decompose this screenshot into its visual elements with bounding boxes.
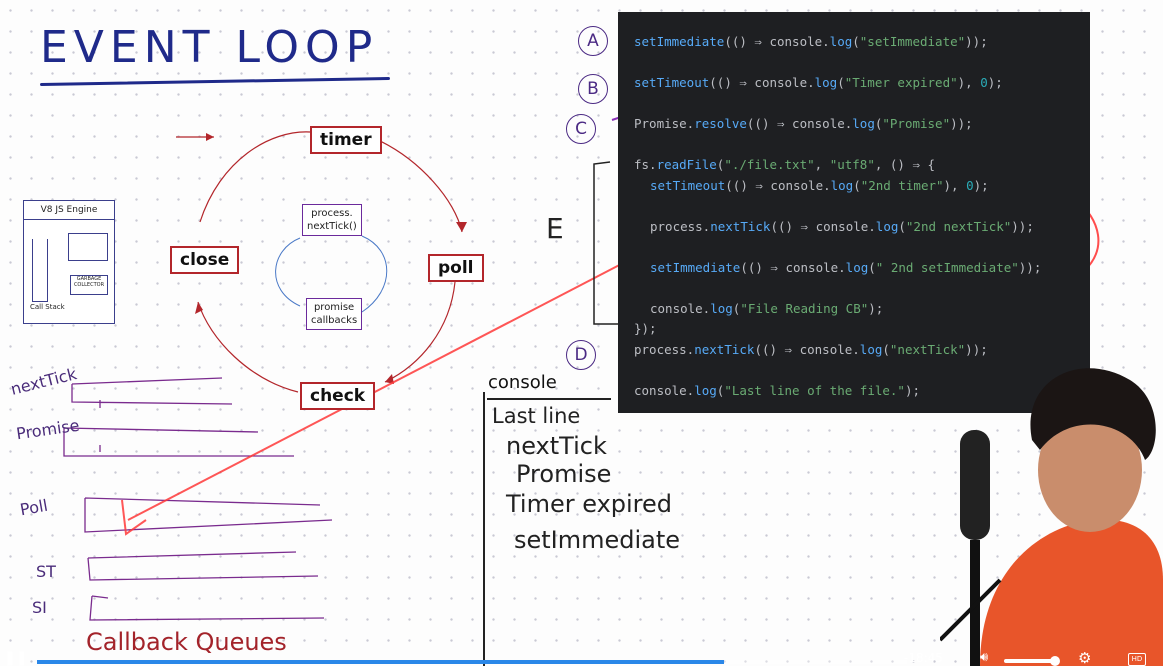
code-line: fs.readFile("./file.txt", "utf8", () ⇒ { xyxy=(634,157,936,172)
code-line: console.log("Last line of the file."); xyxy=(634,383,921,398)
volume-icon[interactable]: 🔊︎ xyxy=(980,650,989,665)
marker-d: D xyxy=(566,340,596,370)
console-divider-horizontal xyxy=(487,398,611,400)
garbage-collector-box: GARBAGE COLLECTOR xyxy=(70,275,108,295)
promise-callbacks-box: promise callbacks xyxy=(306,298,363,330)
code-line: Promise.resolve(() ⇒ console.log("Promis… xyxy=(634,116,973,131)
v8-title: V8 JS Engine xyxy=(24,201,114,220)
video-player-controls: ❚❚ -18:45 🔊︎ ⚙ HD xyxy=(0,648,1163,667)
code-line: setTimeout(() ⇒ console.log("2nd timer")… xyxy=(650,178,989,193)
pause-icon[interactable]: ❚❚ xyxy=(4,650,28,666)
code-line: process.nextTick(() ⇒ console.log("nextT… xyxy=(634,342,988,357)
console-output-line: setImmediate xyxy=(514,526,681,554)
console-output-line: Promise xyxy=(516,460,612,488)
progress-bar[interactable] xyxy=(37,660,907,664)
marker-a: A xyxy=(578,26,608,56)
code-editor-panel: setImmediate(() ⇒ console.log("setImmedi… xyxy=(618,12,1090,413)
call-stack-label: Call Stack xyxy=(30,303,65,311)
console-output-line: nextTick xyxy=(506,432,607,460)
phase-poll: poll xyxy=(428,254,484,282)
settings-icon[interactable]: ⚙ xyxy=(1078,649,1092,667)
marker-c: C xyxy=(566,114,596,144)
console-output-line: Timer expired xyxy=(506,490,673,518)
v8-engine-diagram: V8 JS Engine Call Stack GARBAGE COLLECTO… xyxy=(23,200,115,324)
memory-heap-box xyxy=(68,233,108,261)
presenter-illustration xyxy=(940,368,1163,666)
volume-slider[interactable] xyxy=(1004,659,1054,663)
code-line: console.log("File Reading CB"); xyxy=(650,301,884,316)
console-output-line: Last line xyxy=(492,404,581,428)
code-line: setTimeout(() ⇒ console.log("Timer expir… xyxy=(634,75,1003,90)
queue-label-st: ST xyxy=(36,562,56,581)
code-line: setImmediate(() ⇒ console.log(" 2nd setI… xyxy=(650,260,1042,275)
phase-check: check xyxy=(300,382,376,410)
console-header: console xyxy=(488,372,557,393)
callback-queues-caption: Callback Queues xyxy=(86,628,287,656)
time-remaining: -18:45 xyxy=(904,651,943,665)
queue-label-si: SI xyxy=(32,598,47,617)
phase-close: close xyxy=(170,246,240,274)
progress-fill xyxy=(37,660,725,664)
console-divider-vertical xyxy=(483,392,485,666)
page-title: EVENT LOOP xyxy=(40,22,379,73)
call-stack-box xyxy=(32,239,48,302)
code-line: }); xyxy=(634,321,657,336)
next-tick-box: process. nextTick() xyxy=(302,204,362,236)
marker-e: E xyxy=(546,212,564,245)
code-line: setImmediate(() ⇒ console.log("setImmedi… xyxy=(634,34,988,49)
hd-icon[interactable]: HD xyxy=(1128,653,1146,666)
marker-b: B xyxy=(578,74,608,104)
presenter-webcam xyxy=(940,320,1163,666)
volume-knob[interactable] xyxy=(1050,656,1060,666)
code-line: process.nextTick(() ⇒ console.log("2nd n… xyxy=(650,219,1034,234)
phase-timer: timer xyxy=(310,126,382,154)
